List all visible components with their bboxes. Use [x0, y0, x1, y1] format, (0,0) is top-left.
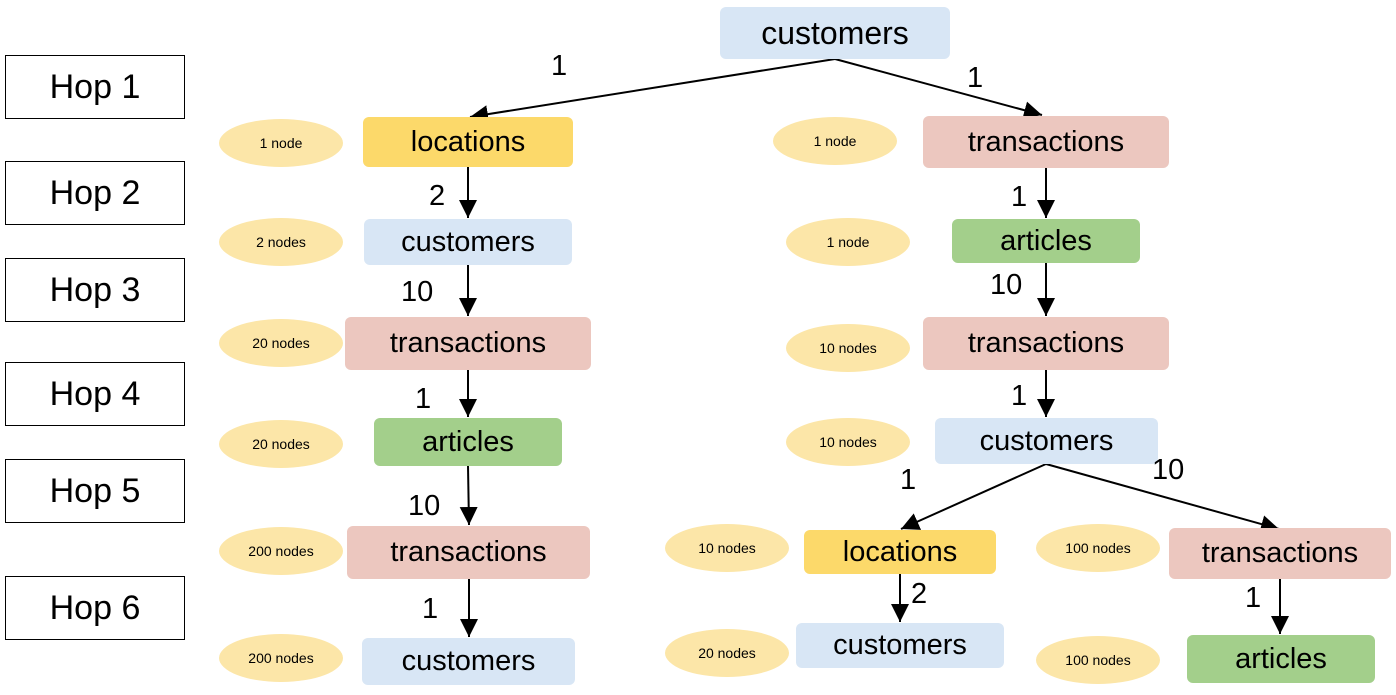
left-edge-label-4: 1	[415, 383, 432, 415]
edge-left-4-5	[459, 465, 478, 526]
hop-6-label: Hop 6	[5, 576, 185, 640]
left-count-4: 20 nodes	[219, 420, 343, 468]
edge-right-4-branch-b	[1045, 463, 1280, 533]
left-count-2: 2 nodes	[219, 218, 343, 266]
left-edge-label-6: 1	[422, 593, 439, 625]
left-edge-label-2: 2	[429, 180, 446, 212]
right-count-3: 10 nodes	[786, 324, 910, 372]
right-edge-label-1: 1	[967, 62, 984, 94]
branch-b-count-1: 100 nodes	[1036, 524, 1160, 572]
hop-4-label: Hop 4	[5, 362, 185, 426]
right-node-4: customers	[935, 418, 1158, 464]
branch-b-edge-label-1: 10	[1152, 454, 1185, 486]
left-count-1: 1 node	[219, 119, 343, 167]
edge-root-to-left-locations	[469, 58, 836, 124]
branch-a-edge-label-1: 1	[900, 464, 917, 496]
root-node-customers: customers	[720, 7, 950, 59]
edge-root-to-right-transactions	[834, 58, 1043, 119]
branch-a-edge-label-2: 2	[911, 578, 928, 610]
left-node-3: transactions	[345, 317, 591, 370]
left-node-4: articles	[374, 418, 562, 466]
hop-2-label: Hop 2	[5, 161, 185, 225]
right-count-2: 1 node	[786, 218, 910, 266]
right-edge-label-4: 1	[1011, 380, 1028, 412]
branch-a-count-2: 20 nodes	[665, 629, 789, 677]
right-edge-label-2: 1	[1011, 181, 1028, 213]
hop-1-label: Hop 1	[5, 55, 185, 119]
left-edge-label-3: 10	[401, 276, 434, 308]
left-count-3: 20 nodes	[219, 319, 343, 367]
right-count-4: 10 nodes	[786, 418, 910, 466]
hop-3-label: Hop 3	[5, 258, 185, 322]
left-node-5: transactions	[347, 526, 590, 579]
hop-5-label: Hop 5	[5, 459, 185, 523]
left-node-2: customers	[364, 219, 572, 265]
left-node-6: customers	[362, 638, 575, 685]
right-count-1: 1 node	[773, 117, 897, 165]
right-node-2: articles	[952, 219, 1140, 263]
left-count-5: 200 nodes	[219, 527, 343, 575]
branch-b-node-1: transactions	[1169, 528, 1391, 579]
edge-right-4-branch-a	[900, 463, 1047, 530]
left-edge-label-5: 10	[408, 490, 441, 522]
branch-a-count-1: 10 nodes	[665, 524, 789, 572]
branch-a-node-2: customers	[796, 623, 1004, 668]
right-edge-label-3: 10	[990, 269, 1023, 301]
branch-a-node-1: locations	[804, 530, 996, 574]
right-node-1: transactions	[923, 116, 1169, 168]
right-node-3: transactions	[923, 317, 1169, 370]
branch-b-count-2: 100 nodes	[1036, 636, 1160, 684]
branch-b-edge-label-2: 1	[1245, 582, 1262, 614]
left-count-6: 200 nodes	[219, 634, 343, 682]
left-node-1: locations	[363, 117, 573, 167]
branch-b-node-2: articles	[1187, 635, 1375, 683]
left-edge-label-1: 1	[551, 50, 568, 82]
